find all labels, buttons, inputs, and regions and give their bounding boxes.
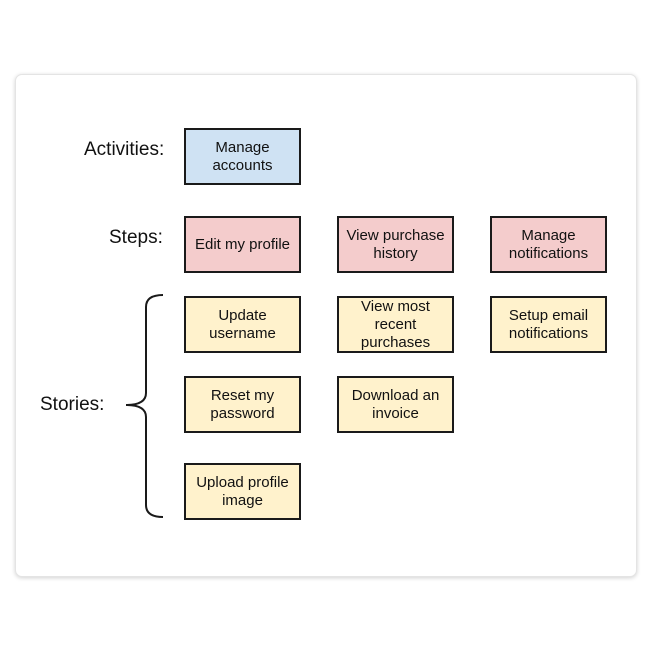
story-card-text: Update username (209, 306, 276, 342)
step-card-edit-profile: Edit my profile (184, 216, 301, 273)
story-card-update-username: Update username (184, 296, 301, 353)
activity-card-manage-accounts: Manage accounts (184, 128, 301, 185)
activity-card-text: Manage accounts (212, 138, 273, 174)
step-card-view-purchase-history: View purchase history (337, 216, 454, 273)
story-card-view-recent-purchases: View most recent purchases (337, 296, 454, 353)
activities-label: Activities: (84, 139, 165, 160)
step-card-text: View purchase history (346, 226, 445, 262)
story-card-reset-password: Reset my password (184, 376, 301, 433)
story-card-upload-profile-image: Upload profile image (184, 463, 301, 520)
story-card-text: Upload profile image (196, 473, 289, 509)
stories-brace-icon (125, 294, 164, 518)
story-card-text: Download an invoice (351, 386, 440, 422)
step-card-manage-notifications: Manage notifications (490, 216, 607, 273)
story-card-text: Setup email notifications (508, 306, 589, 342)
step-card-text: Edit my profile (194, 235, 291, 253)
step-card-text: Manage notifications (508, 226, 589, 262)
stories-label: Stories: (40, 394, 105, 415)
story-card-text: Reset my password (210, 386, 275, 422)
story-card-setup-email-notifications: Setup email notifications (490, 296, 607, 353)
story-card-text: View most recent purchases (360, 297, 431, 351)
steps-label: Steps: (109, 227, 163, 248)
story-card-download-invoice: Download an invoice (337, 376, 454, 433)
